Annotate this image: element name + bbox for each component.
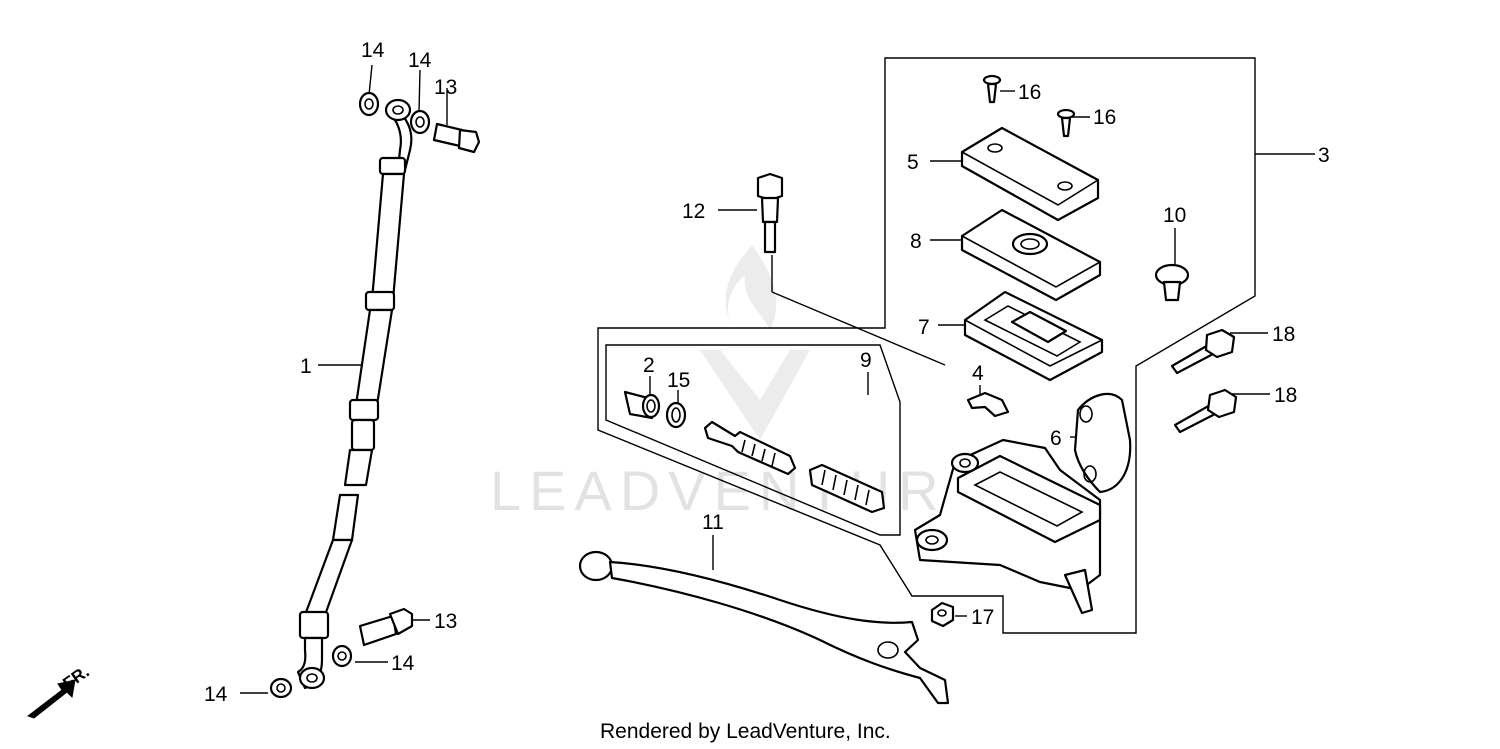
cap-screws [982,74,1076,138]
callout-7: 7 [918,316,930,339]
callout-18: 18 [1274,384,1297,407]
piston-set [703,420,886,514]
callout-18: 18 [1272,323,1295,346]
watermark-v-logo [700,350,810,440]
piston-seal [665,401,687,429]
pivot-nut [930,601,955,628]
brake-lever [578,550,950,705]
callout-17: 17 [971,606,994,629]
diaphragm-plate [960,208,1102,302]
assembly-box-3 [597,57,1256,634]
callout-11: 11 [702,511,724,534]
pivot-bolt [756,172,784,254]
callout-16: 16 [1093,106,1116,129]
watermark-flame-logo [725,245,777,330]
watermark: LEADVENTURE [490,245,992,522]
brake-hose [296,98,413,690]
oil-bolts [358,122,481,647]
callout-labels: 14 14 13 1 2 15 3 4 5 6 7 8 9 10 11 12 1… [204,39,1330,706]
callout-13: 13 [434,76,457,99]
callout-1: 1 [300,355,312,378]
callout-14: 14 [204,683,228,706]
sealing-washers [269,91,431,699]
callout-10: 10 [1163,204,1186,227]
callout-12: 12 [682,200,705,223]
render-credit: Rendered by LeadVenture, Inc. [600,720,891,743]
assembly-box-9 [605,344,901,536]
holder-bolts [1170,328,1238,434]
adjuster-screw [1154,263,1190,302]
callout-14: 14 [408,49,432,72]
callout-2: 2 [643,354,655,377]
reservoir-diaphragm [963,290,1104,382]
master-cylinder-body [913,438,1102,615]
master-cylinder-holder [1073,392,1132,494]
callout-15: 15 [667,369,690,392]
callout-5: 5 [907,151,919,174]
front-arrow-icon [26,679,76,719]
watermark-text: LEADVENTURE [490,459,992,522]
callout-8: 8 [910,230,922,253]
piston-boot [623,390,661,420]
callout-3: 3 [1318,144,1330,167]
switch-bracket [966,391,1010,418]
callout-14: 14 [391,652,415,675]
callout-4: 4 [972,362,984,385]
callout-13: 13 [434,610,457,633]
callout-14: 14 [361,39,385,62]
callout-9: 9 [860,349,872,372]
callout-6: 6 [1050,427,1062,450]
front-direction-indicator: FR. [26,662,93,719]
callout-16: 16 [1018,81,1041,104]
reservoir-cap [960,126,1100,222]
